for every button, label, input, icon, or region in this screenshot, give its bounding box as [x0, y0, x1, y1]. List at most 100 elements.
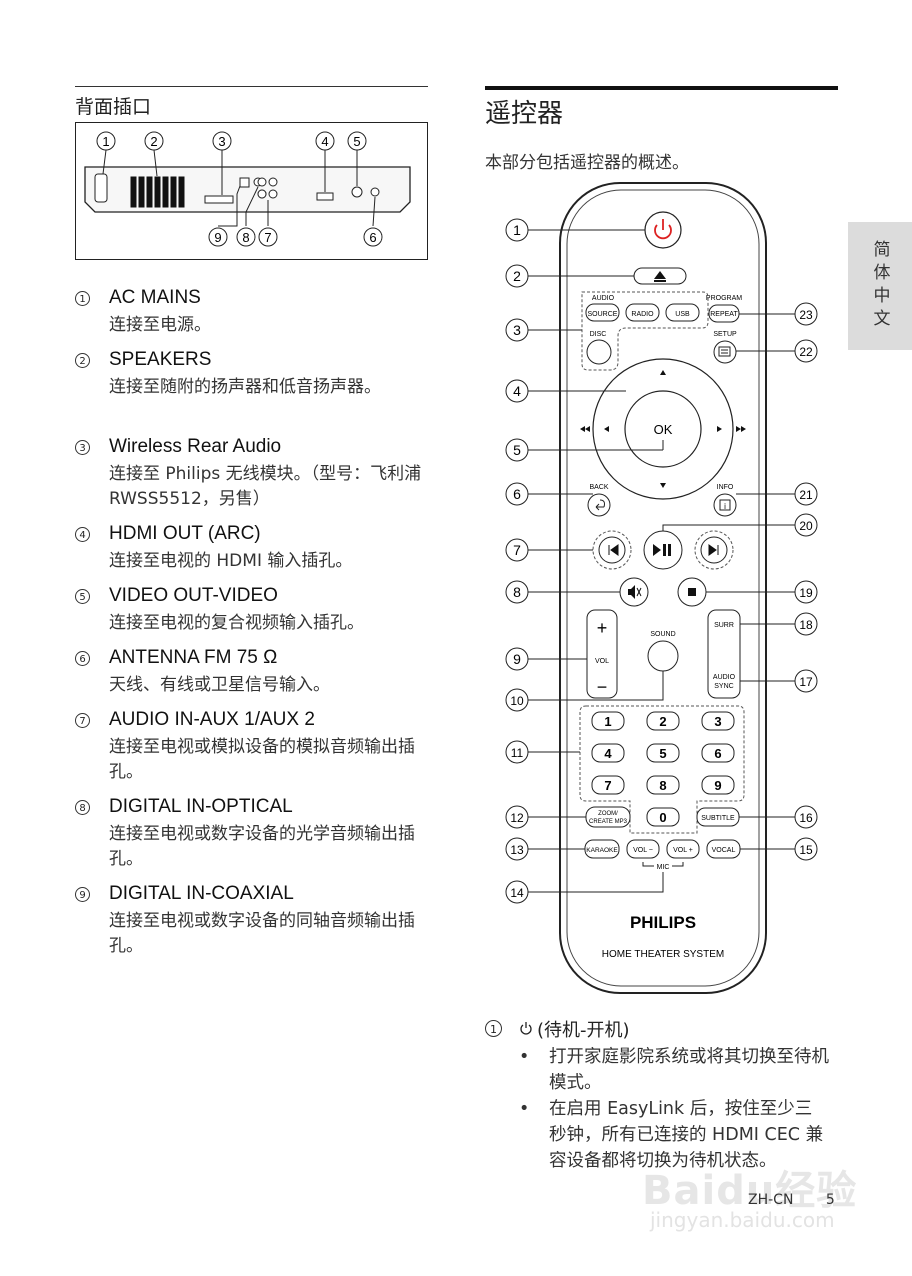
item-number: 7: [75, 713, 90, 728]
panel-callout-2: 2: [150, 134, 157, 149]
panel-callout-6: 6: [369, 230, 376, 245]
digit-1-button: [591, 711, 625, 731]
digit-6-button: [701, 743, 735, 763]
mic-label: MIC: [657, 864, 670, 871]
svg-text:4: 4: [604, 746, 612, 761]
svg-text:ZOOM/: ZOOM/: [598, 811, 618, 817]
audio-label: AUDIO: [592, 295, 615, 302]
left-arrow-icon: [604, 426, 609, 432]
panel-callout-8: 8: [242, 230, 249, 245]
svg-text:USB: USB: [675, 311, 690, 318]
digit-8-button: [646, 775, 680, 795]
callout-7: 7: [513, 542, 521, 558]
mic-bracket: [642, 862, 684, 867]
power-icon: [520, 1022, 532, 1035]
callout-lines: [102, 149, 376, 227]
next-group-outline: [694, 530, 734, 570]
numeric-keypad: 1 2 3 4 5 6 7 8 9 0: [591, 711, 735, 827]
callout-1: 1: [513, 222, 521, 238]
item-number: 2: [75, 353, 90, 368]
language-tab-label: 简体中文: [869, 240, 890, 332]
stop-icon: [688, 588, 696, 596]
digit-9-button: [701, 775, 735, 795]
callout-8: 8: [513, 584, 521, 600]
item-title: ANTENNA FM 75 Ω: [109, 647, 278, 668]
rear-connectors-heading: 背面插口: [75, 96, 152, 118]
svg-text:8: 8: [659, 778, 666, 793]
callout-2: 2: [513, 268, 521, 284]
setup-button: [713, 340, 737, 364]
page-number: 5: [825, 1192, 835, 1208]
menu-icon: [718, 346, 731, 357]
item-desc: 连接至随附的扬声器和低音扬声器。: [109, 377, 381, 397]
bullet-text: 在启用 EasyLink 后，按住至少三秒钟，所有已连接的 HDMI CEC 兼…: [549, 1099, 824, 1171]
bullet-text: 打开家庭影院系统或将其切换至待机模式。: [549, 1047, 829, 1093]
callout-3: 3: [513, 322, 521, 338]
item-title: VIDEO OUT-VIDEO: [109, 585, 278, 606]
svg-text:VOL −: VOL −: [633, 847, 653, 854]
numpad-outline: [579, 705, 745, 834]
item-title: SPEAKERS: [109, 349, 212, 370]
panel-callout-7: 7: [264, 230, 271, 245]
source-button: [585, 303, 620, 322]
item-number: 9: [75, 887, 90, 902]
item-number: 3: [75, 440, 90, 455]
digit-7-button: [591, 775, 625, 795]
sound-button: [647, 640, 679, 672]
callout-22: 22: [799, 345, 813, 359]
mic-vol-plus-button: [666, 839, 700, 859]
radio-button: [625, 303, 660, 322]
svg-text:7: 7: [604, 778, 611, 793]
callout-16: 16: [799, 811, 813, 825]
svg-text:i: i: [724, 502, 726, 511]
sound-label: SOUND: [650, 631, 675, 638]
item-title: DIGITAL IN-OPTICAL: [109, 796, 293, 817]
callout-21: 21: [799, 488, 813, 502]
callout-14: 14: [510, 886, 524, 900]
speaker-terminals: [130, 176, 185, 208]
play-pause-icon: [653, 544, 661, 556]
svg-text:REPEAT: REPEAT: [710, 311, 738, 318]
callout-18: 18: [799, 618, 813, 632]
item-desc: 连接至电源。: [109, 315, 211, 335]
svg-text:2: 2: [659, 714, 666, 729]
antenna-port: [370, 187, 380, 197]
callout-17: 17: [799, 675, 813, 689]
previous-icon: [608, 544, 619, 556]
item-desc: 连接至电视的 HDMI 输入插孔。: [109, 551, 353, 571]
aux1-port: [257, 177, 267, 187]
language-tab: 简体中文: [848, 222, 912, 350]
remote-control-heading: 遥控器: [485, 99, 564, 129]
power-icon: [654, 224, 672, 240]
right-arrow-icon: [717, 426, 722, 432]
panel-callout-3: 3: [218, 134, 225, 149]
item-title: HDMI OUT (ARC): [109, 523, 261, 544]
callout-13: 13: [510, 843, 524, 857]
surr-label: SURR: [714, 622, 734, 629]
svg-text:OK: OK: [654, 422, 673, 437]
svg-text:KARAOKE: KARAOKE: [586, 847, 618, 854]
svg-text:5: 5: [659, 746, 666, 761]
philips-logo: PHILIPS: [630, 913, 696, 932]
volume-rocker: [586, 609, 618, 699]
svg-text:RADIO: RADIO: [631, 311, 654, 318]
optical-port: [239, 177, 250, 188]
callout-19: 19: [799, 586, 813, 600]
callout-5: 5: [513, 442, 521, 458]
remote-callouts: 1 2 3 4 5 6 7 8 9 10 11 12 13 14 15 16 1…: [505, 218, 818, 904]
prev-group-outline: [592, 530, 632, 570]
page-footer: ZH-CN 5: [748, 1192, 835, 1208]
info-label: INFO: [717, 484, 734, 491]
eject-icon: [654, 271, 666, 279]
digit-2-button: [646, 711, 680, 731]
baidu-watermark-url: jingyan.baidu.com: [650, 1208, 835, 1232]
item-desc: 连接至电视的复合视频输入插孔。: [109, 613, 364, 633]
info-icon: [719, 499, 731, 511]
callout-12: 12: [510, 811, 524, 825]
ok-button: [624, 390, 702, 468]
vol-plus-sign: +: [597, 618, 608, 638]
item-desc: 天线、有线或卫星信号输入。: [109, 675, 330, 695]
item-desc: 连接至电视或数字设备的光学音频输出插孔。: [109, 824, 415, 869]
mic-vol-minus-button: [626, 839, 660, 859]
callout-6: 6: [513, 486, 521, 502]
